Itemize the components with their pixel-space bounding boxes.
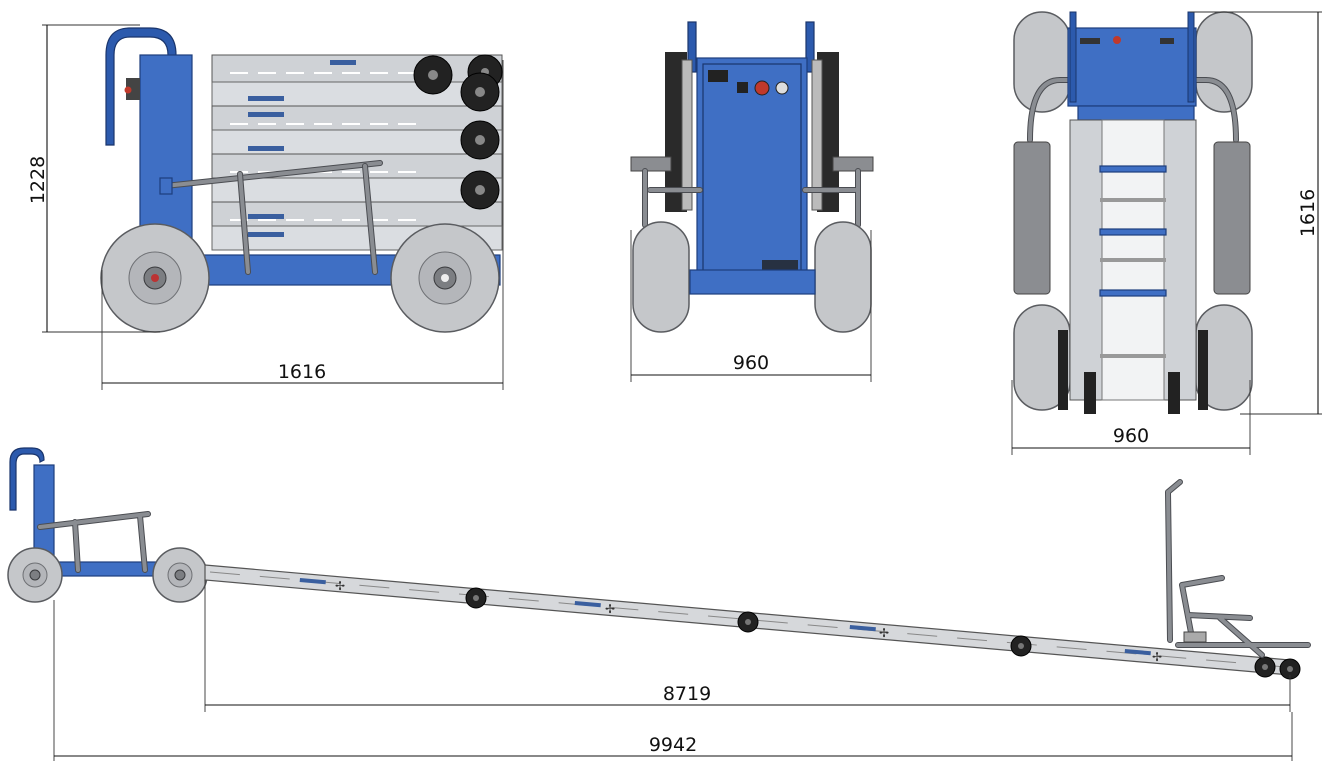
deployed-cart-handle [9,447,45,511]
front-view-footrests [630,156,874,228]
side-view-front-wheel [100,223,210,333]
deployed-cart-rear-wheel [152,547,208,603]
top-view-rails [1069,119,1197,401]
front-view-control-panel [708,70,789,96]
front-view-right-handle [805,21,815,73]
top-view: 1616 960 [1011,11,1322,455]
top-view-rear-casters [1058,330,1208,414]
side-view-control-box [126,78,140,100]
front-view-width-label: 960 [733,352,769,374]
deployed-chair [1165,479,1311,658]
deployed-cart-front-wheel [7,547,63,603]
front-view-left-wheel [632,221,690,333]
top-view-wheel-front-right [1195,11,1253,113]
top-view-right-pad [1213,141,1251,295]
side-view-rear-wheel [390,223,500,333]
svg-text:✢: ✢ [605,602,615,616]
top-view-length-label: 1616 [1297,189,1319,237]
top-view-head-lower [1077,105,1195,121]
top-view-length-dimension: 1616 [1190,11,1322,415]
side-view-height-label: 1228 [27,156,49,204]
ramp-length-dimension: 8719 [204,580,1291,712]
side-view-rail-frame [159,160,383,275]
svg-text:✢: ✢ [335,579,345,593]
top-view-wheel-front-left [1013,11,1071,113]
deployed-view: ✢ ✢ ✢ ✢ 8719 [7,447,1311,761]
side-view-stop-button [124,86,132,94]
side-view-length-dimension: 1616 [101,60,504,390]
svg-text:✢: ✢ [879,626,889,640]
ramp-length-label: 8719 [663,683,711,705]
top-view-width-dimension: 960 [1011,380,1251,455]
side-view-caster-wheels [413,54,503,210]
total-length-dimension: 9942 [53,600,1293,761]
side-view-panel-stack [211,54,503,251]
top-view-left-pad [1013,141,1051,295]
side-view-length-label: 1616 [278,361,326,383]
front-view: 960 [630,21,874,382]
front-view-base [689,269,816,295]
deployed-ramp-support-wheels [465,587,1301,680]
total-length-label: 9942 [649,734,697,756]
svg-text:✢: ✢ [1152,650,1162,664]
side-view-height-dimension: 1228 [27,24,160,333]
side-view: 1228 1616 [27,24,504,390]
front-view-caster-stacks [665,52,839,212]
front-view-width-dimension: 960 [630,230,872,382]
front-view-cabinet [696,57,808,291]
front-view-right-wheel [814,221,872,333]
top-view-width-label: 960 [1113,425,1149,447]
